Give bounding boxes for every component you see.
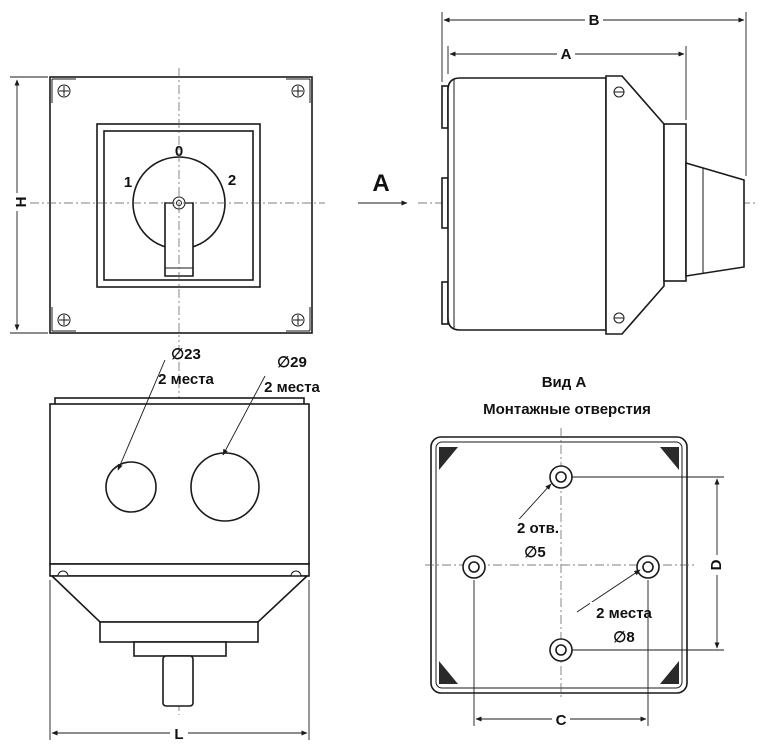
side-cover bbox=[605, 75, 665, 335]
mounting-hole-right bbox=[636, 555, 660, 579]
side-view: A B bbox=[418, 10, 755, 335]
bottom-faceplate bbox=[99, 621, 259, 643]
corner-mark bbox=[660, 661, 679, 684]
mount-hole-large-count: 2 места bbox=[596, 605, 652, 622]
height-dimension-label: H bbox=[13, 197, 30, 208]
front-view: 0 1 2 H bbox=[10, 68, 325, 342]
depth-b-label: B bbox=[589, 12, 600, 29]
length-dimension-label: L bbox=[174, 726, 183, 743]
screw-icon bbox=[51, 78, 76, 103]
hole-small-diameter: ∅23 bbox=[171, 346, 201, 363]
width-c-label: C bbox=[556, 712, 567, 729]
bottom-body bbox=[49, 403, 310, 565]
side-faceplate bbox=[663, 123, 687, 282]
mounting-hole-bottom bbox=[549, 638, 573, 662]
bottom-view: ∅23 2 места ∅29 2 места L bbox=[49, 345, 321, 743]
bottom-shaft bbox=[162, 655, 194, 707]
cable-entry-large bbox=[190, 452, 260, 522]
corner-mark bbox=[439, 447, 458, 470]
mounting-hole-left bbox=[462, 555, 486, 579]
leader-small-hole bbox=[117, 359, 166, 471]
view-arrow: A bbox=[358, 170, 408, 206]
bottom-flange bbox=[49, 563, 310, 577]
cable-entry-small bbox=[105, 461, 157, 513]
hole-small-count: 2 места bbox=[158, 371, 214, 388]
screw-icon bbox=[51, 307, 76, 332]
leader-large-mount bbox=[576, 569, 641, 613]
mount-hole-small-diameter: ∅5 bbox=[524, 544, 545, 561]
position-1-label: 1 bbox=[124, 174, 132, 191]
view-arrow-label: A bbox=[372, 170, 389, 197]
mount-hole-small-count: 2 отв. bbox=[517, 520, 559, 537]
mounting-view-title: Вид А bbox=[542, 374, 587, 391]
screw-icon bbox=[286, 78, 311, 103]
mounting-view: Вид А Монтажные отверстия 2 отв. ∅5 bbox=[425, 374, 725, 729]
leader-large-hole bbox=[222, 375, 266, 456]
mounting-hole-top bbox=[549, 465, 573, 489]
screw-icon bbox=[286, 307, 311, 332]
hole-large-count: 2 места bbox=[264, 379, 320, 396]
side-knob bbox=[685, 161, 745, 277]
hole-large-diameter: ∅29 bbox=[277, 354, 307, 371]
mount-hole-large-diameter: ∅8 bbox=[613, 629, 634, 646]
depth-a-label: A bbox=[561, 46, 572, 63]
height-d-label: D bbox=[708, 559, 725, 570]
corner-mark bbox=[439, 661, 458, 684]
bottom-taper bbox=[50, 575, 310, 623]
bottom-knob-base bbox=[133, 641, 227, 657]
corner-mark bbox=[660, 447, 679, 470]
position-2-label: 2 bbox=[228, 172, 236, 189]
mounting-view-subtitle: Монтажные отверстия bbox=[483, 401, 651, 418]
side-body bbox=[447, 77, 607, 331]
position-0-label: 0 bbox=[175, 143, 183, 160]
